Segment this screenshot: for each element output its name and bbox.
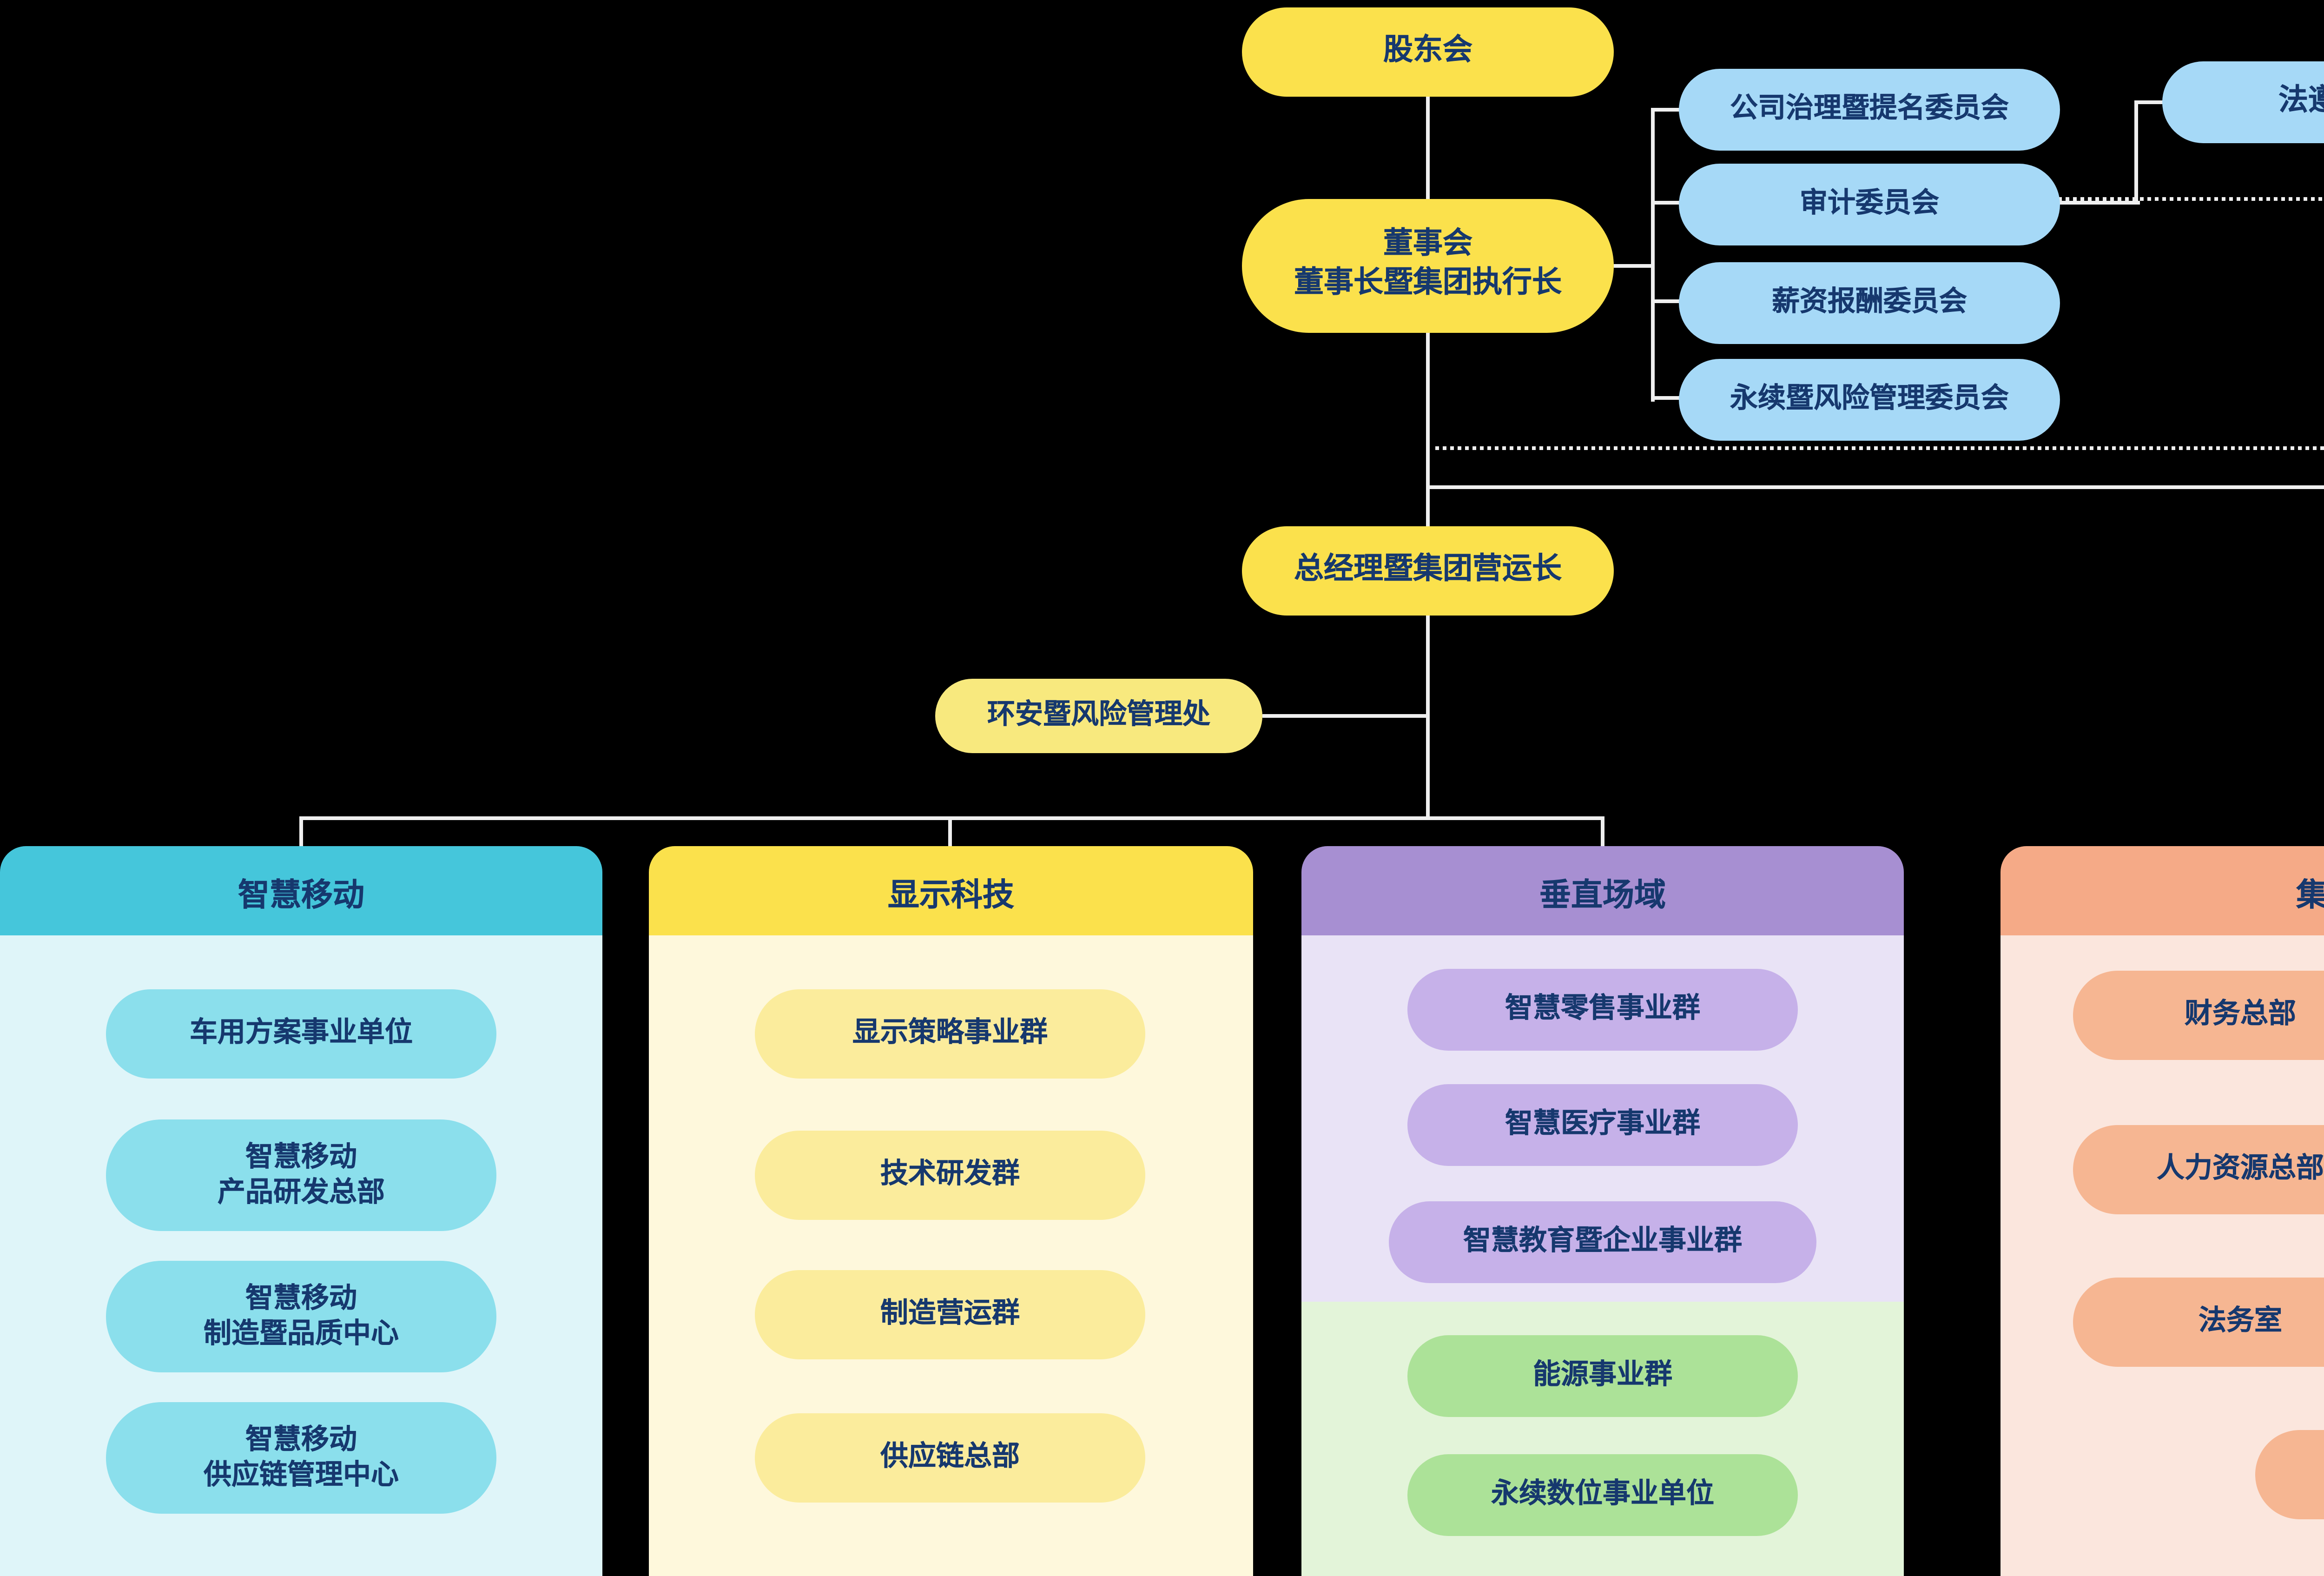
unit-label: 智慧移动 [245, 1141, 357, 1172]
unit-label: 显示策略事业群 [852, 1018, 1048, 1049]
node-board-line1: 董事会 [1383, 229, 1472, 261]
unit-label: 人力资源总部 [2156, 1153, 2324, 1185]
committee-stub-1 [1651, 108, 1681, 112]
group-smart-mobility-header: 智慧移动 [0, 846, 602, 935]
unit-label: 供应链总部 [880, 1442, 1020, 1473]
committee-stub-4 [1651, 396, 1681, 400]
unit-label: 技术研发群 [880, 1159, 1020, 1191]
unit-label: 制造暨品质中心 [203, 1318, 399, 1350]
coo-label: 总经理暨集团营运长 [1294, 553, 1562, 585]
committee-label: 审计委员会 [1799, 188, 1939, 220]
group-vertical-domains: 垂直场域 智慧零售事业群 智慧医疗事业群 智慧教育暨企业事业群 能源事业群 永续… [1301, 846, 1904, 1576]
unit-label: 财务总部 [2184, 999, 2296, 1031]
unit-pill: 车用方案事业单位 [106, 989, 496, 1079]
unit-pill: 智慧移动 供应链管理中心 [106, 1402, 496, 1514]
unit-label: 制造营运群 [880, 1298, 1020, 1330]
unit-label: 供应链管理中心 [203, 1460, 399, 1491]
unit-pill: 智慧医疗事业群 [1407, 1084, 1798, 1166]
connector-to-group-2 [948, 816, 952, 848]
node-coo: 总经理暨集团营运长 [1242, 526, 1614, 616]
group-vertical-domains-header: 垂直场域 [1301, 846, 1904, 935]
node-committee-compensation: 薪资报酬委员会 [1679, 262, 2060, 344]
committee-label: 公司治理暨提名委员会 [1730, 93, 2009, 125]
committee-stub-3 [1651, 299, 1681, 303]
compliance-label: 法遵总顾问 [2278, 85, 2324, 117]
unit-pill-audit-office: 稽核管理处 [2255, 1430, 2324, 1519]
node-committee-audit: 审计委员会 [1679, 164, 2060, 245]
connector-shareholders-board [1426, 97, 1430, 203]
unit-label: 智慧移动 [245, 1282, 357, 1314]
dotted-compliance-to-coo-line [1426, 446, 2324, 450]
unit-pill: 技术研发群 [755, 1131, 1145, 1220]
node-board-line2: 董事长暨集团执行长 [1294, 268, 1562, 299]
connector-coo-branch [1426, 616, 1430, 820]
connector-esh [1262, 714, 1430, 718]
unit-label: 智慧零售事业群 [1505, 993, 1700, 1025]
unit-pill: 智慧教育暨企业事业群 [1389, 1201, 1816, 1283]
unit-label: 产品研发总部 [217, 1177, 385, 1209]
node-shareholders-label: 股东会 [1383, 34, 1472, 66]
node-board: 董事会 董事长暨集团执行长 [1242, 199, 1614, 333]
unit-pill: 财务总部 [2073, 971, 2324, 1060]
committee-bracket [1651, 108, 1655, 402]
node-compliance-counsel: 法遵总顾问 [2162, 61, 2324, 143]
unit-pill: 智慧移动 制造暨品质中心 [106, 1261, 496, 1372]
group-smart-mobility: 智慧移动 车用方案事业单位 智慧移动 产品研发总部 智慧移动 制造暨品质中心 智… [0, 846, 602, 1576]
group-display-technology-header: 显示科技 [649, 846, 1253, 935]
group-operations-support: 集团营运支援单位 财务总部 数位技术发展总部 人力资源总部 永续发展总部 法务室… [2000, 846, 2324, 1576]
connector-branch-bar [299, 816, 1604, 820]
unit-pill: 永续数位事业单位 [1407, 1454, 1798, 1536]
group-operations-support-header: 集团营运支援单位 [2000, 846, 2324, 935]
unit-pill: 智慧零售事业群 [1407, 969, 1798, 1051]
unit-pill: 制造营运群 [755, 1270, 1145, 1359]
dotted-audit-right [2058, 197, 2324, 201]
unit-label: 智慧移动 [245, 1424, 357, 1455]
connector-to-group-3 [1601, 816, 1604, 848]
unit-label: 永续数位事业单位 [1491, 1479, 1714, 1510]
audit-compliance-elbow-stub [2134, 100, 2164, 104]
group-display-technology: 显示科技 显示策略事业群 技术研发群 制造营运群 供应链总部 [649, 846, 1253, 1576]
committee-label: 永续暨风险管理委员会 [1730, 384, 2009, 415]
unit-label: 智慧医疗事业群 [1505, 1109, 1700, 1140]
node-shareholders: 股东会 [1242, 7, 1614, 97]
node-committee-sustainability-risk: 永续暨风险管理委员会 [1679, 359, 2060, 441]
connector-board-coo [1426, 333, 1430, 528]
connector-to-group-1 [299, 816, 303, 848]
unit-pill: 显示策略事业群 [755, 989, 1145, 1079]
committee-stub-2 [1651, 201, 1681, 205]
unit-label: 车用方案事业单位 [189, 1018, 413, 1049]
audit-compliance-elbow-h [2058, 201, 2140, 205]
unit-label: 智慧教育暨企业事业群 [1463, 1226, 1742, 1258]
audit-compliance-elbow-v [2134, 100, 2138, 205]
unit-label: 能源事业群 [1532, 1360, 1672, 1391]
unit-pill: 法务室 [2073, 1278, 2324, 1367]
unit-pill: 人力资源总部 [2073, 1125, 2324, 1214]
unit-pill: 能源事业群 [1407, 1335, 1798, 1417]
unit-label: 法务室 [2198, 1306, 2282, 1338]
node-esh-risk-office: 环安暨风险管理处 [935, 679, 1262, 753]
connector-to-group-4-h [1426, 485, 2324, 489]
unit-pill: 智慧移动 产品研发总部 [106, 1119, 496, 1231]
board-to-bracket-stub [1614, 264, 1655, 268]
unit-pill: 供应链总部 [755, 1413, 1145, 1503]
committee-label: 薪资报酬委员会 [1771, 287, 1967, 318]
esh-label: 环安暨风险管理处 [987, 700, 1210, 731]
node-committee-governance: 公司治理暨提名委员会 [1679, 69, 2060, 151]
